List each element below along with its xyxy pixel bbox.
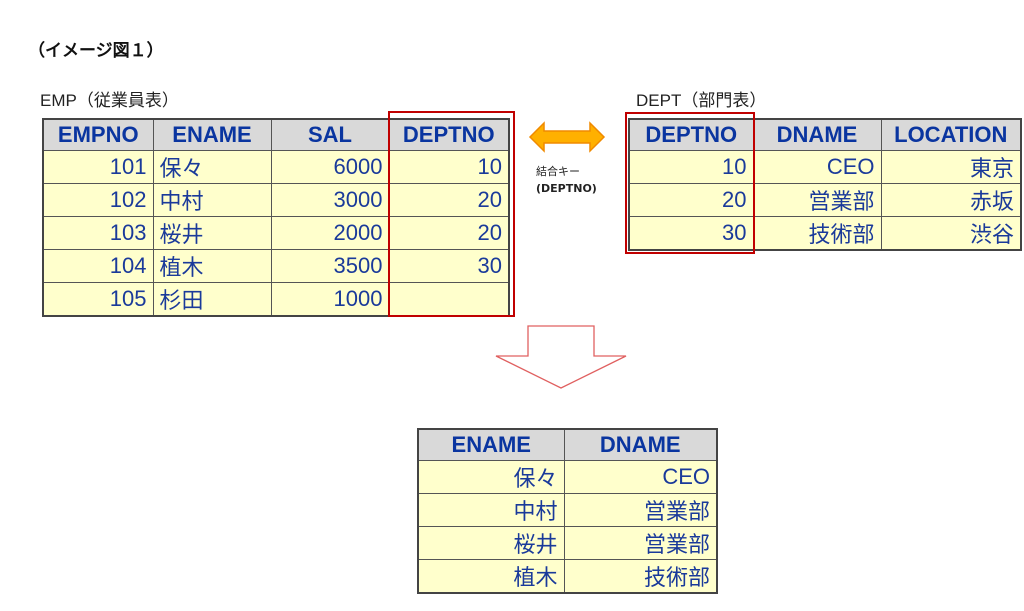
table-cell: 技術部	[752, 215, 882, 250]
table-cell: 東京	[880, 149, 1022, 184]
table-cell: 30	[628, 215, 754, 250]
table-cell: 保々	[152, 149, 272, 184]
table-cell: 10	[388, 149, 510, 184]
table-cell: 20	[388, 182, 510, 217]
table-cell: 10	[628, 149, 754, 184]
down-arrow-icon	[495, 325, 627, 389]
column-header: DEPTNO	[388, 118, 510, 151]
column-header: DNAME	[563, 428, 718, 461]
table-cell: 渋谷	[880, 215, 1022, 250]
column-header: DEPTNO	[628, 118, 754, 151]
emp-table-label: EMP（従業員表）	[40, 91, 179, 110]
table-cell: 営業部	[563, 492, 718, 527]
table-cell: 保々	[417, 459, 565, 494]
table-cell: 植木	[152, 248, 272, 283]
table-cell: 営業部	[563, 525, 718, 560]
table-cell: 2000	[270, 215, 390, 250]
table-cell: 営業部	[752, 182, 882, 217]
table-cell: 105	[42, 281, 154, 316]
table-cell: CEO	[563, 459, 718, 494]
table-cell: 103	[42, 215, 154, 250]
table-cell: 赤坂	[880, 182, 1022, 217]
table-cell: 20	[388, 215, 510, 250]
column-header: SAL	[270, 118, 390, 151]
table-cell: CEO	[752, 149, 882, 184]
table-row: 桜井営業部	[417, 525, 718, 560]
table-cell: 30	[388, 248, 510, 283]
table-cell: 杉田	[152, 281, 272, 316]
join-key-line2: (DEPTNO)	[536, 182, 597, 195]
table-cell: 3500	[270, 248, 390, 283]
table-cell: 1000	[270, 281, 390, 316]
figure-title: （イメージ図１）	[28, 41, 164, 61]
table-row: 植木技術部	[417, 558, 718, 593]
join-key-label: 結合キー (DEPTNO)	[536, 163, 597, 197]
column-header: LOCATION	[880, 118, 1022, 151]
table-cell: 3000	[270, 182, 390, 217]
table-cell: 101	[42, 149, 154, 184]
table-cell: 104	[42, 248, 154, 283]
column-header: EMPNO	[42, 118, 154, 151]
table-cell: 桜井	[152, 215, 272, 250]
table-cell: 中村	[417, 492, 565, 527]
table-row: 中村営業部	[417, 492, 718, 527]
dept-table-label: DEPT（部門表）	[636, 91, 767, 110]
table-cell: 102	[42, 182, 154, 217]
join-key-line1: 結合キー	[536, 165, 580, 178]
table-cell: 20	[628, 182, 754, 217]
table-cell: 植木	[417, 558, 565, 593]
table-cell: 桜井	[417, 525, 565, 560]
table-cell: 6000	[270, 149, 390, 184]
column-header: DNAME	[752, 118, 882, 151]
double-arrow-icon	[528, 121, 606, 153]
column-header: ENAME	[152, 118, 272, 151]
column-header: ENAME	[417, 428, 565, 461]
table-cell	[388, 281, 510, 316]
table-cell: 技術部	[563, 558, 718, 593]
table-cell: 中村	[152, 182, 272, 217]
